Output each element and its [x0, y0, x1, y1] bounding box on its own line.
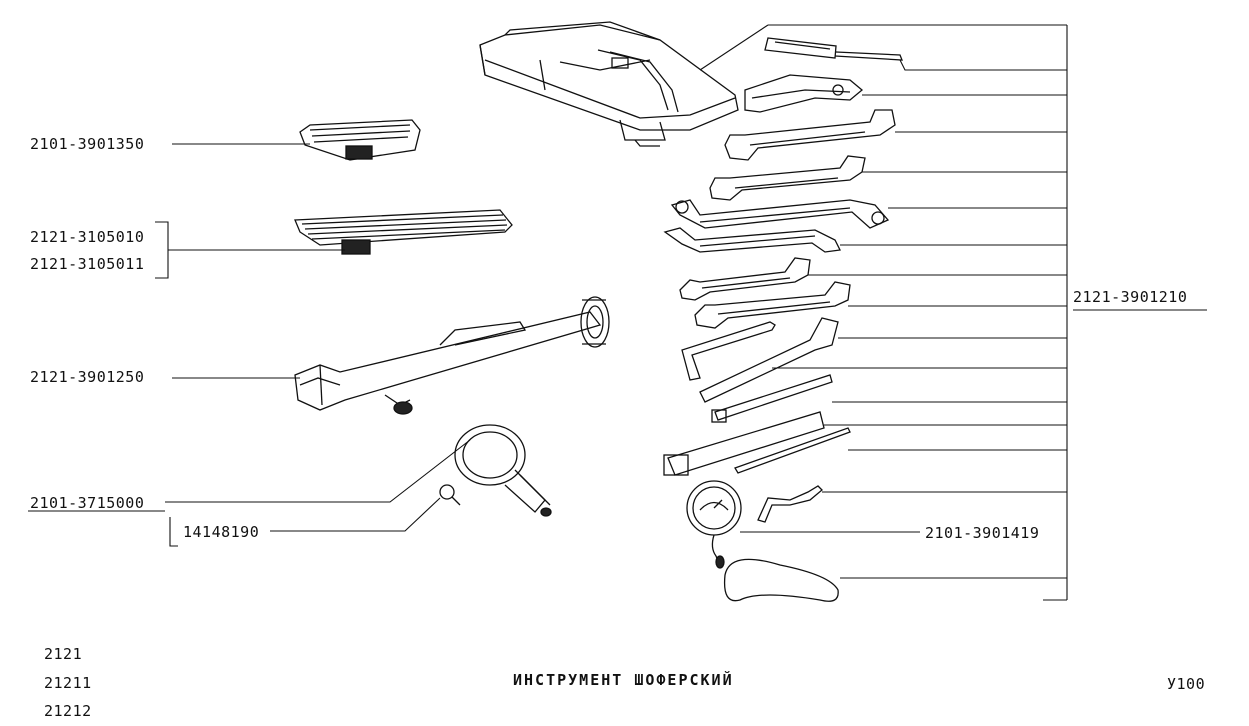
part-label-2121-3901210: 2121-3901210	[1073, 288, 1188, 306]
part-label-2121-3105010: 2121-3105010	[30, 228, 145, 246]
bulb-drawing	[439, 484, 461, 506]
jack-drawing	[294, 296, 610, 415]
page-title: ИНСТРУМЕНТ ШОФЕРСКИЙ	[513, 671, 734, 689]
lamp-drawing	[454, 424, 552, 517]
screwdriver-drawing	[764, 37, 903, 61]
spark-tool-drawing	[757, 485, 823, 523]
wrenches-drawing	[663, 109, 896, 329]
hose-drawing	[723, 558, 839, 602]
part-label-2101-3715000: 2101-3715000	[30, 494, 145, 512]
pouch-drawing	[299, 119, 421, 161]
part-label-14148190: 14148190	[183, 523, 260, 541]
page-code: У100	[1167, 675, 1206, 693]
keys-and-rods-drawing	[663, 317, 851, 476]
part-label-2121-3105011: 2121-3105011	[30, 255, 145, 273]
part-label-2121-3901250: 2121-3901250	[30, 368, 145, 386]
tool-bag-drawing	[479, 21, 739, 147]
model-label-3: 21212	[44, 702, 92, 720]
leader-lines-left	[155, 143, 471, 547]
leader-lines-right	[699, 24, 1207, 601]
model-label-1: 2121	[44, 645, 83, 663]
part-label-2101-3901419: 2101-3901419	[925, 524, 1040, 542]
board-drawing	[294, 209, 513, 255]
part-label-2101-3901350: 2101-3901350	[30, 135, 145, 153]
pliers-drawing	[744, 74, 864, 113]
model-label-2: 21211	[44, 674, 92, 692]
pressure-gauge-drawing	[686, 480, 742, 569]
